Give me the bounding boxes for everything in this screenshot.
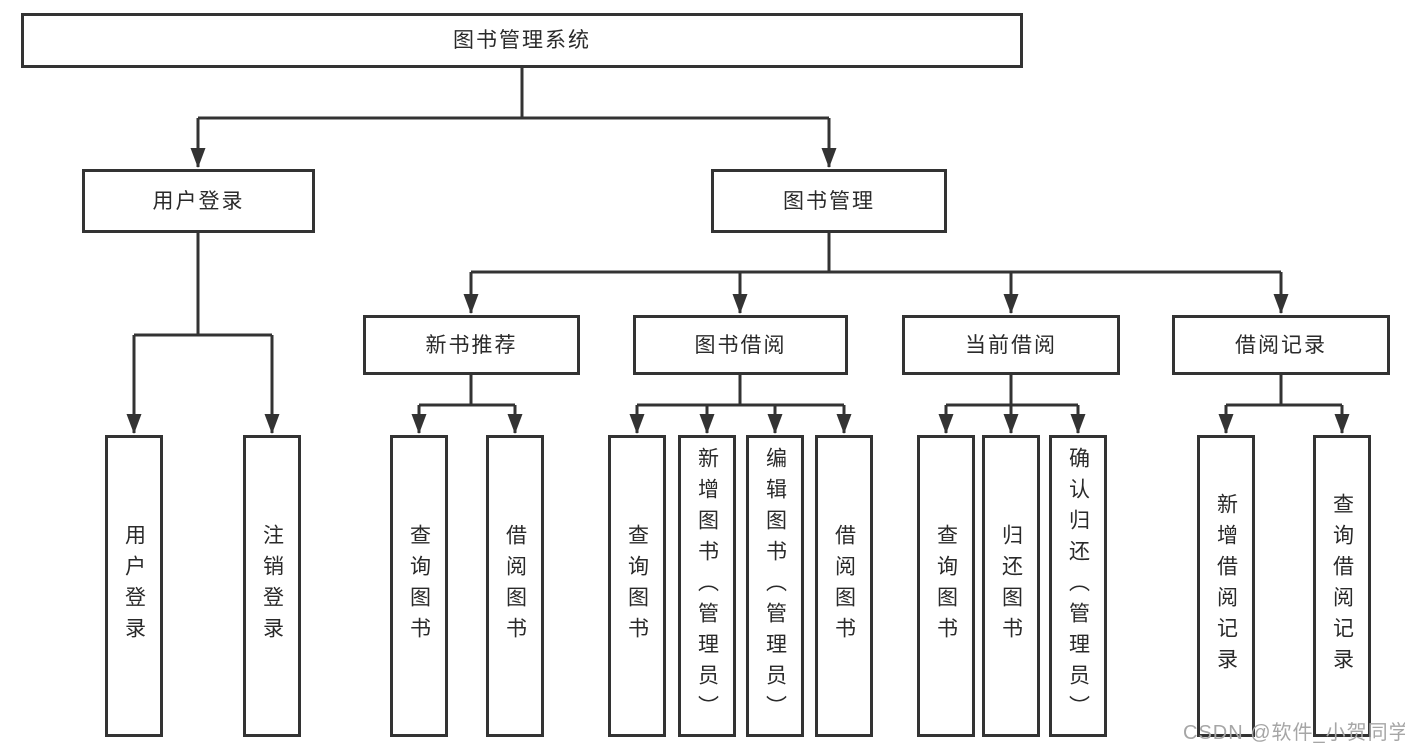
leaf-query-borrow-record: 查询借阅记录	[1313, 435, 1371, 737]
connector-root-to-level2	[190, 68, 837, 168]
leaf-borrow-books-recommend: 借阅图书	[486, 435, 544, 737]
leaf-logout: 注销登录	[243, 435, 301, 737]
connector-borrow-records-children	[1218, 375, 1350, 434]
node-book-management: 图书管理	[711, 169, 947, 233]
leaf-add-book-admin: 新增图书（管理员）	[678, 435, 736, 737]
connector-book-borrow-children	[629, 375, 852, 434]
node-new-book-recommendation: 新书推荐	[363, 315, 580, 375]
connector-current-borrow-children	[938, 375, 1086, 434]
root-node-library-management-system: 图书管理系统	[21, 13, 1023, 68]
leaf-return-book: 归还图书	[982, 435, 1040, 737]
csdn-watermark: CSDN @软件_小贺同学	[1183, 722, 1405, 744]
node-borrowing-records: 借阅记录	[1172, 315, 1390, 375]
node-current-borrowing: 当前借阅	[902, 315, 1120, 375]
leaf-user-login: 用户登录	[105, 435, 163, 737]
connector-book-mgmt-children	[463, 233, 1289, 314]
leaf-query-books-borrowing: 查询图书	[608, 435, 666, 737]
leaf-confirm-return-admin: 确认归还（管理员）	[1049, 435, 1107, 737]
connector-new-book-children	[411, 375, 523, 434]
leaf-query-books-recommend: 查询图书	[390, 435, 448, 737]
leaf-query-books-current: 查询图书	[917, 435, 975, 737]
leaf-add-borrow-record: 新增借阅记录	[1197, 435, 1255, 737]
leaf-edit-book-admin: 编辑图书（管理员）	[746, 435, 804, 737]
leaf-borrow-books-borrowing: 借阅图书	[815, 435, 873, 737]
connector-user-login-children	[126, 233, 280, 434]
node-user-login: 用户登录	[82, 169, 315, 233]
node-book-borrowing: 图书借阅	[633, 315, 848, 375]
